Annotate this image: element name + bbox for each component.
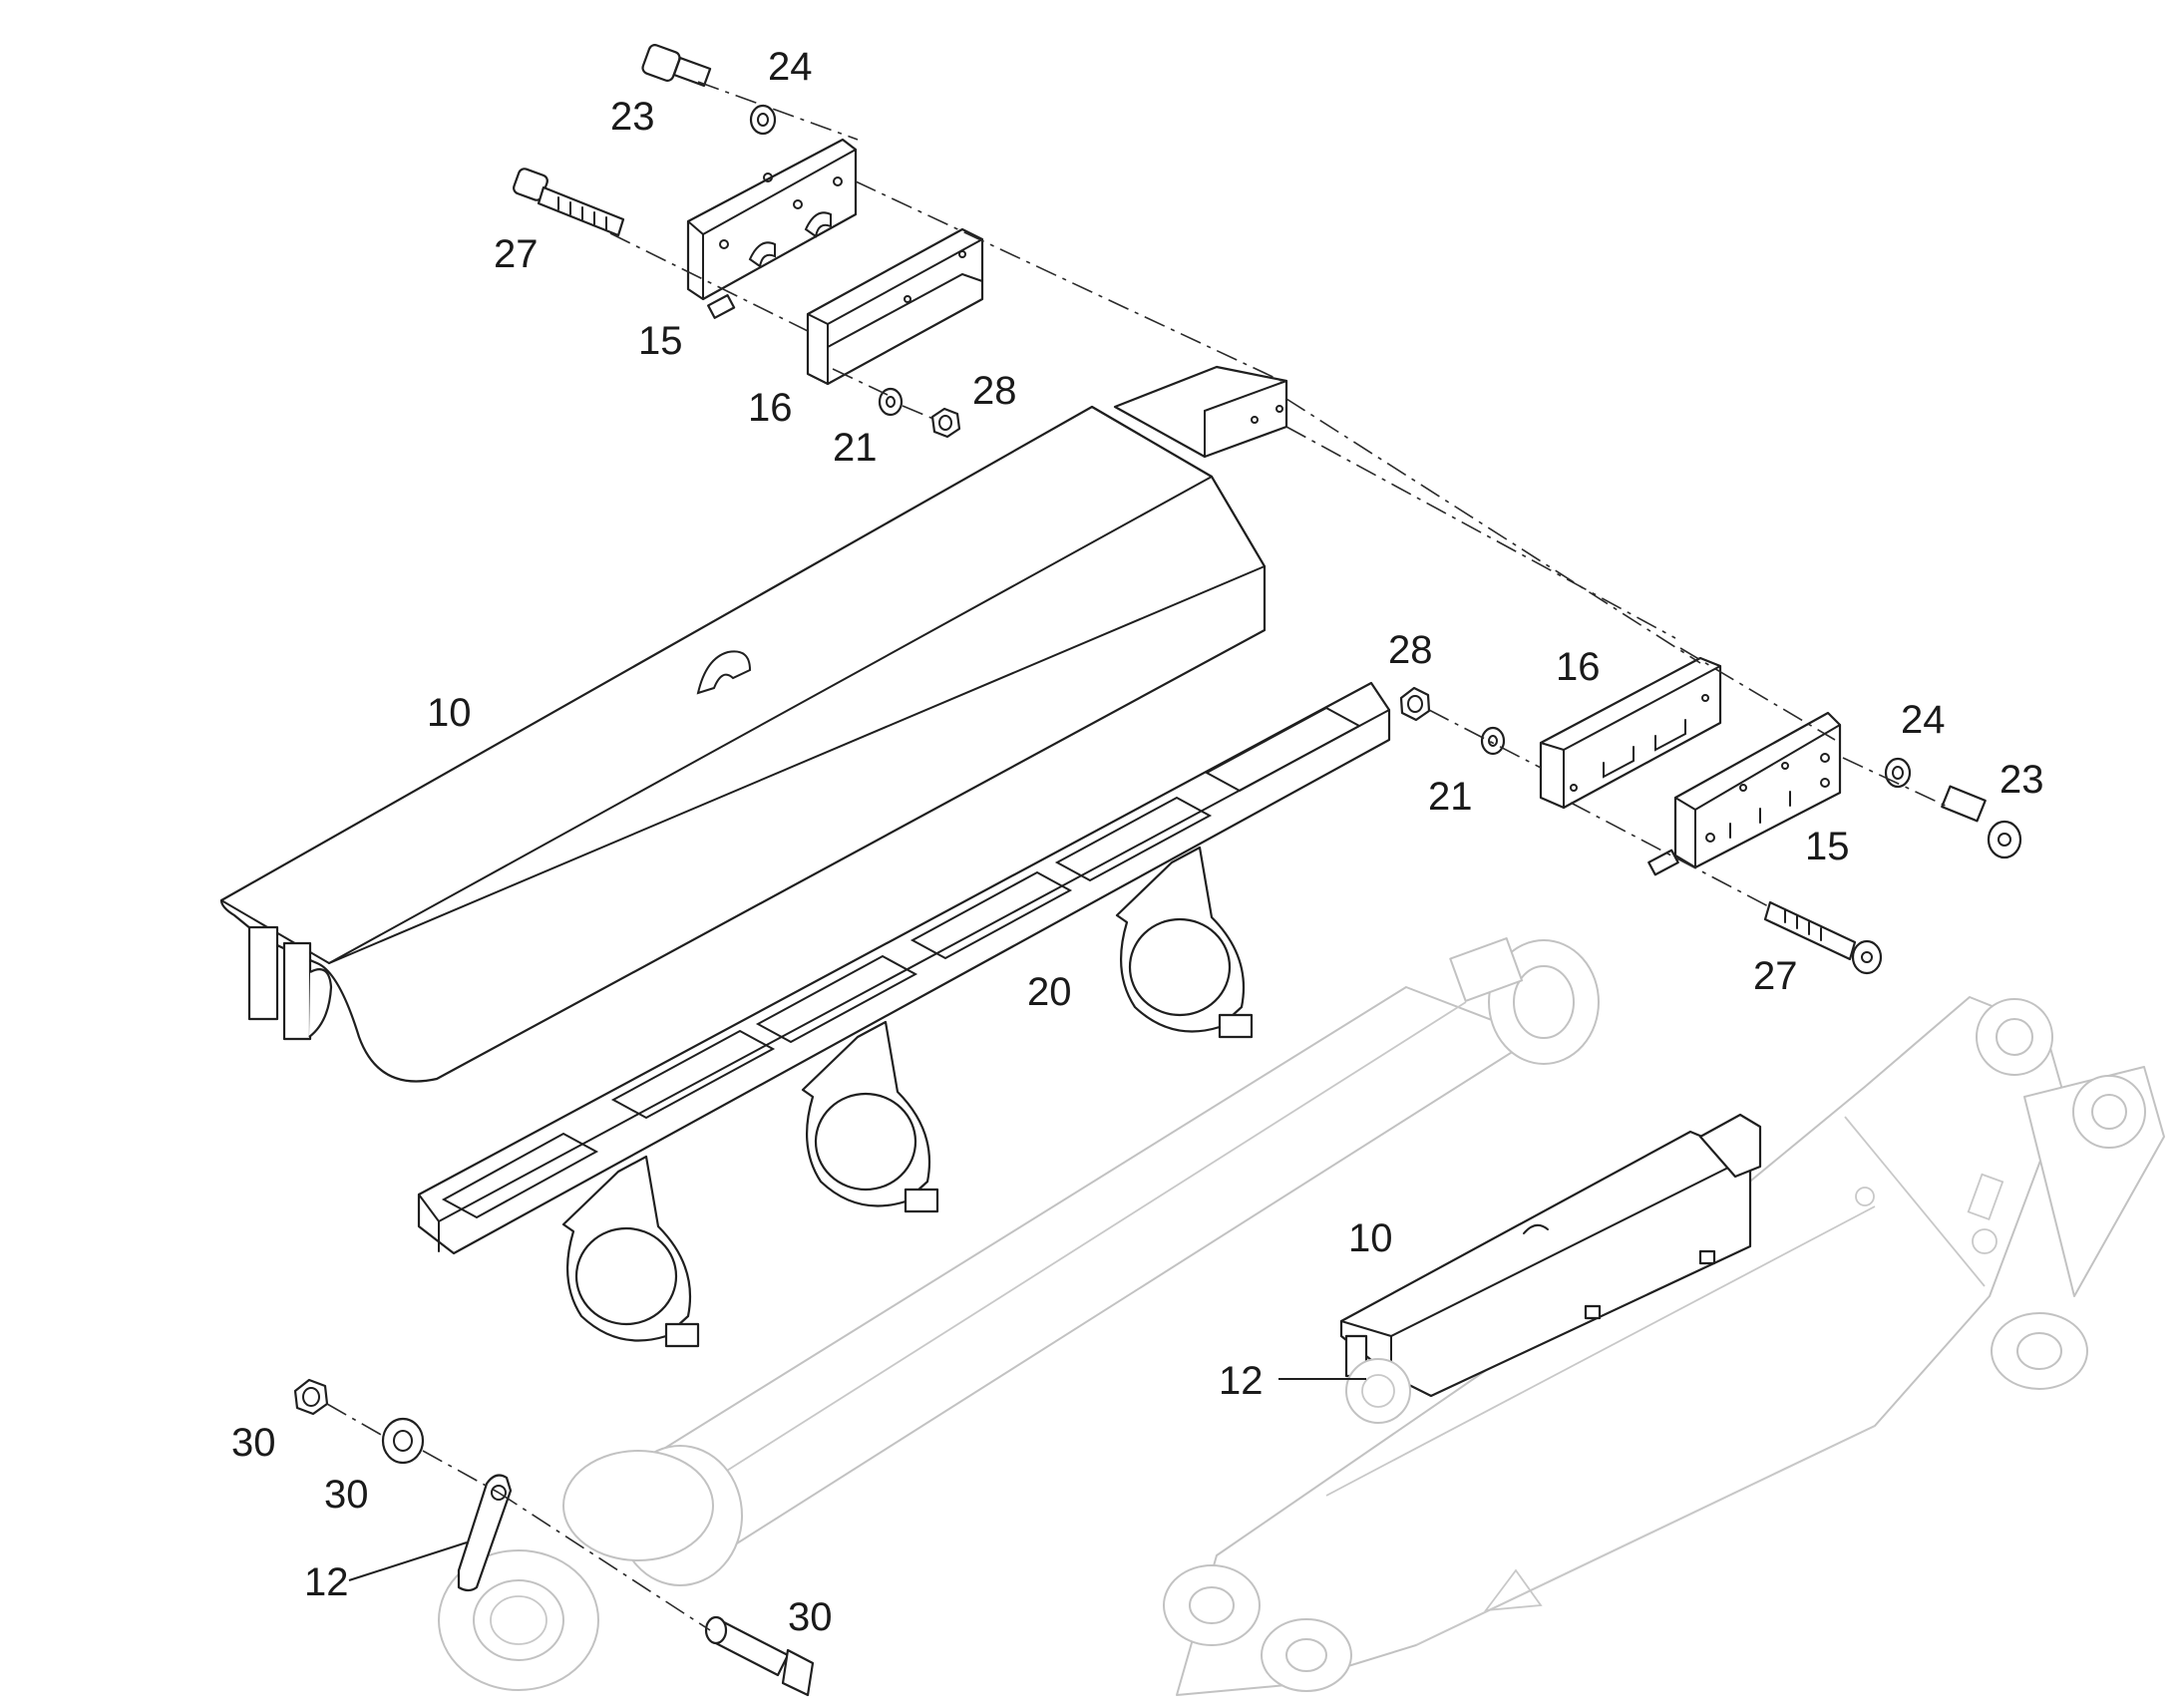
callout-27-top: 27 xyxy=(494,232,539,276)
ghost-hydraulic-cylinder xyxy=(438,937,1600,1691)
clamp-rail-20 xyxy=(417,681,1391,1348)
washer-30 xyxy=(381,1417,425,1465)
callout-23-right: 23 xyxy=(1999,758,2044,802)
callout-16-top: 16 xyxy=(748,386,793,430)
pin-bolt-30 xyxy=(704,1615,815,1697)
clamp-1 xyxy=(561,1155,700,1348)
callout-10-inset: 10 xyxy=(1348,1216,1393,1260)
callout-30-washer: 30 xyxy=(324,1473,369,1517)
callout-28-right: 28 xyxy=(1388,628,1433,672)
callout-24-right: 24 xyxy=(1901,698,1946,742)
nut-28-right xyxy=(1399,686,1431,722)
cap-screw-23-right xyxy=(1941,785,2022,859)
long-bolt-27-top xyxy=(513,168,625,237)
inset-installed-guard xyxy=(1339,1113,1762,1424)
long-bolt-27-right xyxy=(1763,900,1883,975)
cap-screw-23-top xyxy=(641,44,712,88)
bottom-left-hardware xyxy=(293,1378,815,1697)
plate-15-top xyxy=(686,138,858,319)
washer-21-right xyxy=(1480,726,1506,756)
callout-labels: 23 24 27 15 16 21 28 10 20 28 16 21 24 2… xyxy=(231,45,2044,1639)
callout-30-nut: 30 xyxy=(231,1421,276,1465)
nut-30 xyxy=(293,1378,329,1416)
guard-cover-10 xyxy=(219,365,1288,1083)
right-hardware-group xyxy=(1399,656,2022,975)
plate-15-right xyxy=(1647,711,1842,876)
callout-21-right: 21 xyxy=(1428,775,1473,819)
assembly-centerlines xyxy=(326,81,1951,1631)
callout-15-top: 15 xyxy=(638,319,683,363)
block-16-right xyxy=(1539,656,1722,810)
callout-21-top: 21 xyxy=(833,426,878,470)
washer-24-right xyxy=(1884,757,1912,789)
callout-28-top: 28 xyxy=(972,369,1017,413)
nut-28-top xyxy=(930,407,961,439)
callout-20: 20 xyxy=(1027,970,1072,1014)
rail-slots xyxy=(441,706,1362,1219)
washer-24-top xyxy=(749,104,777,136)
callout-12-bracket: 12 xyxy=(304,1560,349,1604)
ghost-boom-arm xyxy=(1163,996,2165,1696)
block-16-top xyxy=(806,227,984,386)
callout-12-inset: 12 xyxy=(1219,1359,1264,1403)
clamp-3 xyxy=(1115,846,1254,1039)
leader-lines xyxy=(348,1378,1366,1581)
clamp-2 xyxy=(801,1020,939,1213)
callout-24-top: 24 xyxy=(768,45,813,89)
callout-23-top: 23 xyxy=(610,95,655,139)
callout-10-main: 10 xyxy=(427,691,472,735)
callout-16-right: 16 xyxy=(1556,645,1601,689)
callout-30-bolt: 30 xyxy=(788,1595,833,1639)
top-hardware-group xyxy=(513,44,984,439)
washer-21-top xyxy=(878,387,904,417)
callout-27-right: 27 xyxy=(1753,954,1798,998)
bracket-12 xyxy=(457,1474,513,1592)
callout-15-right: 15 xyxy=(1805,825,1850,868)
